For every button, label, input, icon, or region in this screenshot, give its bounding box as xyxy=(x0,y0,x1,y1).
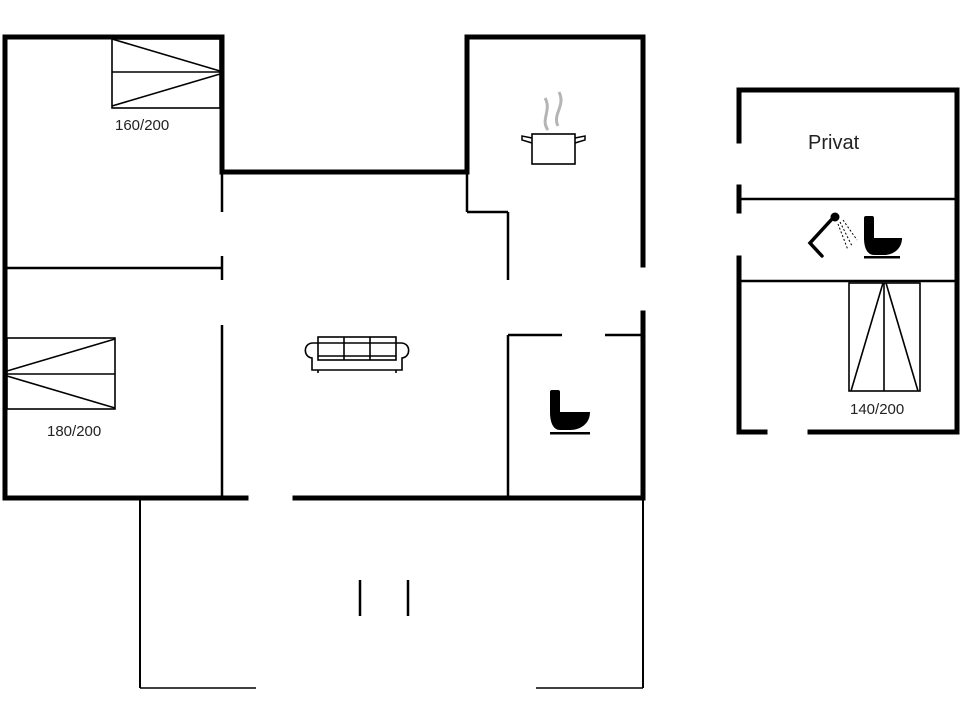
main-house-walls xyxy=(2,34,646,501)
toilet-icon xyxy=(864,216,902,259)
bed-size-label: 160/200 xyxy=(115,117,170,134)
cooking-pot-icon xyxy=(521,91,586,165)
internal-walls xyxy=(5,172,643,498)
annex-walls xyxy=(736,87,960,435)
bed-icon xyxy=(111,38,221,109)
toilet-icon xyxy=(550,390,590,435)
sofa-icon xyxy=(304,336,410,373)
bed-icon xyxy=(6,337,116,410)
terrace-outline xyxy=(139,498,644,689)
bed-size-label: 140/200 xyxy=(850,401,905,418)
annex-internal-walls xyxy=(739,197,957,283)
shower-icon xyxy=(807,212,858,258)
private-room-label: Privat xyxy=(808,132,860,154)
bed-icon xyxy=(848,282,921,392)
bed-size-label: 180/200 xyxy=(47,423,102,440)
